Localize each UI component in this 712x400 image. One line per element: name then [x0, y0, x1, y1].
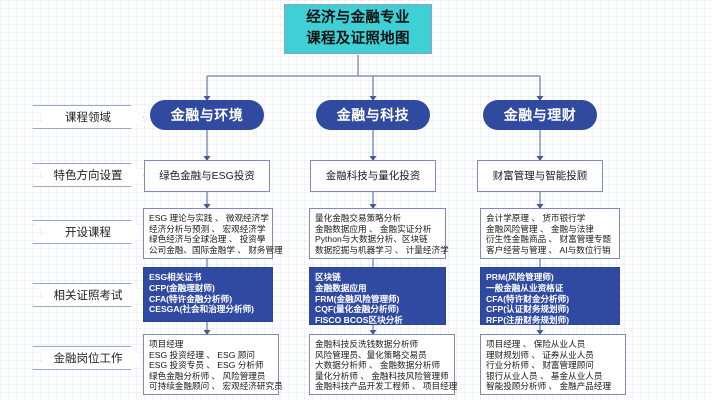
row-label-finance-jobs: 金融岗位工作 [32, 346, 144, 370]
cert-line: 金融数据应用 [315, 282, 367, 293]
course-line: 衍生性金融商品 、 财富管理专题 [486, 234, 612, 245]
course-line: 量化金融交易策略分析 [315, 213, 401, 223]
cert-line: FISCO BCOS区块分析 [315, 315, 403, 326]
certs-box-finance-environment: ESG相关证书 CFP(金融理财师) CFA(特许金融分析师) CESGA(社会… [143, 267, 273, 322]
cert-line: CESGA(社会和治理分析师) [149, 304, 255, 315]
row-label-feature-track: 特色方向设置 [32, 163, 144, 187]
row-label-text: 课程领域 [65, 112, 111, 124]
job-line: 风险管理员、量化策略交易员 [315, 349, 427, 360]
course-line: ESG 理论与实践 、 微观经济学 [149, 213, 269, 223]
category-pill-finance-environment[interactable]: 金融与环境 [150, 100, 264, 130]
job-line: 理财规划师 、 证券从业人员 [486, 349, 594, 360]
row-label-offered-courses: 开设课程 [32, 220, 144, 244]
courses-box-finance-environment: ESG 理论与实践 、 微观经济学 经济分析与预测 、 宏观经济学 绿色经济与全… [143, 208, 283, 259]
course-line: 客户经营与管理 、 AI与数位行销 [486, 244, 611, 255]
job-line: 项目经理 、 保险从业人员 [486, 339, 586, 349]
cert-line: CFP(认证财务规划师) [486, 304, 570, 315]
course-line: 绿色经济与全球治理 、 投资學 [149, 234, 266, 245]
track-label: 绿色金融与ESG投资 [159, 169, 255, 182]
category-pill-finance-technology[interactable]: 金融与科技 [316, 100, 430, 130]
page-title: 经济与金融专业 课程及证照地图 [284, 4, 432, 54]
job-line: 大数据分析师 、 金融数据分析师 [315, 360, 441, 371]
cert-line: RFP(注册财务规划师) [486, 315, 570, 326]
row-label-text: 开设课程 [65, 227, 111, 239]
cert-line: FRM(金融风险管理师) [315, 293, 400, 304]
cert-line: ESG相关证书 [149, 272, 202, 282]
track-label: 财富管理与智能投顾 [492, 169, 588, 182]
courses-box-finance-technology: 量化金融交易策略分析 金融数据应用 、 金融实证分析 Python与大数据分析、… [309, 208, 449, 259]
track-label: 金融科技与量化投资 [325, 169, 421, 182]
track-box-finance-environment: 绿色金融与ESG投资 [144, 160, 270, 192]
category-pill-label: 金融与科技 [336, 107, 410, 123]
course-line: 数据挖掘与机器学习 、 计量经济学 [315, 244, 449, 255]
certs-box-finance-wealth: PRM(风险管理师) 一般金融从业资格证 CFA(特许财金分析师) CFP(认证… [480, 267, 620, 325]
job-line: ESG 投资经理 、 ESG 顾问 [149, 349, 256, 360]
category-pill-finance-wealth[interactable]: 金融与理财 [483, 100, 597, 130]
job-line: 行业分析师 、 财富管理顾问 [486, 360, 594, 371]
row-label-text: 金融岗位工作 [53, 353, 123, 365]
job-line: 量化分析师 、 金融科技风险管理师 [315, 370, 449, 381]
course-line: Python与大数据分析、区块链 [315, 234, 428, 245]
job-line: 智能投顾分析师 、 金融产品经理 [486, 381, 612, 392]
job-line: 金融科技反洗钱数据分析师 [315, 339, 419, 349]
category-pill-label: 金融与环境 [170, 107, 244, 123]
job-line: 金融科技产品开发工程师 、 项目经理 [315, 381, 458, 392]
row-label-course-domain: 课程领域 [32, 105, 144, 129]
row-label-text: 特色方向设置 [53, 170, 123, 182]
jobs-box-finance-wealth: 项目经理 、 保险从业人员 理财规划师 、 证券从业人员 行业分析师 、 财富管… [480, 334, 626, 395]
cert-line: 区块链 [315, 272, 341, 282]
cert-line: CFA(特许金融分析师) [149, 293, 233, 304]
track-box-finance-wealth: 财富管理与智能投顾 [477, 160, 603, 192]
cert-line: 一般金融从业资格证 [486, 282, 564, 293]
course-line: 公司金融、国际金融学 、 财务管理 [149, 244, 283, 255]
row-label-certifications: 相关证照考试 [32, 283, 144, 307]
row-label-text: 相关证照考试 [53, 290, 123, 302]
certs-box-finance-technology: 区块链 金融数据应用 FRM(金融风险管理师) CQF(量化金融分析师) FIS… [309, 267, 446, 325]
page-title-line2: 课程及证照地图 [306, 31, 410, 47]
cert-line: CFA(特许财金分析师) [486, 293, 570, 304]
job-line: 可持续金融顾问 、 宏观经济研究员 [149, 381, 283, 392]
cert-line: CQF(量化金融分析师) [315, 304, 400, 315]
course-line: 金融数据应用 、 金融实证分析 [315, 223, 432, 234]
category-pill-label: 金融与理财 [503, 107, 577, 123]
jobs-box-finance-technology: 金融科技反洗钱数据分析师 风险管理员、量化策略交易员 大数据分析师 、 金融数据… [309, 334, 458, 395]
page-title-line1: 经济与金融专业 [306, 10, 410, 26]
cert-line: CFP(金融理财师) [149, 282, 215, 293]
course-line: 经济分析与预测 、 宏观经济学 [149, 223, 266, 234]
courses-box-finance-wealth: 会计学原理 、 货币银行学 金融风险管理 、 金融与法律 衍生性金融商品 、 财… [480, 208, 620, 259]
job-line: ESG 投资专员 、 ESG 分析师 [149, 360, 264, 371]
track-box-finance-technology: 金融科技与量化投资 [310, 160, 436, 192]
course-line: 会计学原理 、 货币银行学 [486, 213, 586, 223]
job-line: 绿色金融分析师 、 风险管理员 [149, 370, 266, 381]
course-line: 金融风险管理 、 金融与法律 [486, 223, 594, 234]
job-line: 银行从业人员 、 基金从业人员 [486, 370, 603, 381]
job-line: 项目经理 [149, 339, 184, 349]
jobs-box-finance-environment: 项目经理 ESG 投资经理 、 ESG 顾问 ESG 投资专员 、 ESG 分析… [143, 334, 283, 395]
cert-line: PRM(风险管理师) [486, 272, 554, 282]
